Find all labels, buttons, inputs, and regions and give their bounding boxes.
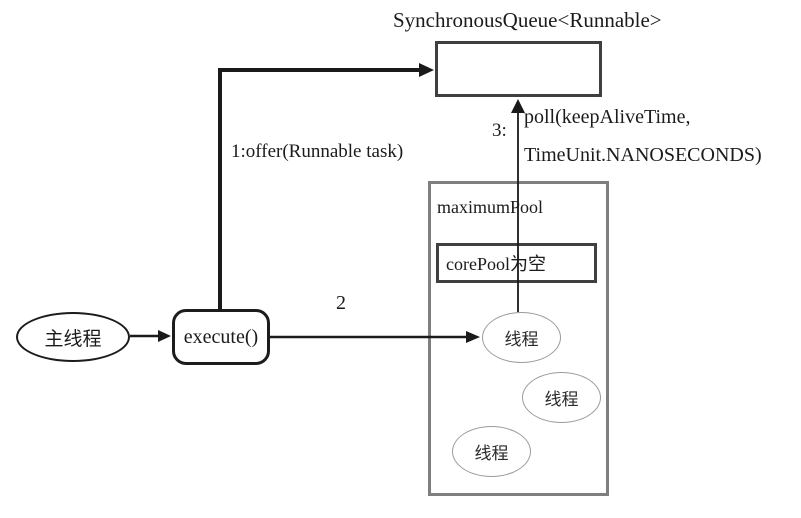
execute-label: execute() bbox=[183, 325, 259, 348]
core-pool-label: corePool为空 bbox=[446, 254, 546, 274]
synchronous-queue-box bbox=[435, 41, 602, 97]
execute-box: execute() bbox=[172, 309, 270, 365]
step3-label: 3: bbox=[492, 120, 507, 141]
offer-arrow bbox=[218, 63, 434, 309]
offer-label: 1:offer(Runnable task) bbox=[231, 141, 404, 162]
poll-label-line1: poll(keepAliveTime, bbox=[524, 106, 691, 128]
thread-label: 线程 bbox=[504, 330, 539, 349]
main-thread-label: 主线程 bbox=[44, 328, 102, 350]
thread-label: 线程 bbox=[544, 390, 579, 409]
thread-ellipse: 线程 bbox=[522, 372, 601, 423]
step2-label: 2 bbox=[336, 292, 346, 314]
maximum-pool-label: maximumPool bbox=[437, 197, 544, 217]
poll-label-line2: TimeUnit.NANOSECONDS) bbox=[524, 144, 762, 166]
core-pool-box: corePool为空 bbox=[436, 243, 597, 283]
queue-title: SynchronousQueue<Runnable> bbox=[393, 8, 662, 32]
thread-ellipse: 线程 bbox=[482, 312, 561, 363]
main-to-execute-arrow bbox=[130, 330, 171, 342]
thread-ellipse: 线程 bbox=[452, 426, 531, 477]
main-thread-ellipse: 主线程 bbox=[16, 312, 130, 362]
thread-label: 线程 bbox=[474, 444, 509, 463]
